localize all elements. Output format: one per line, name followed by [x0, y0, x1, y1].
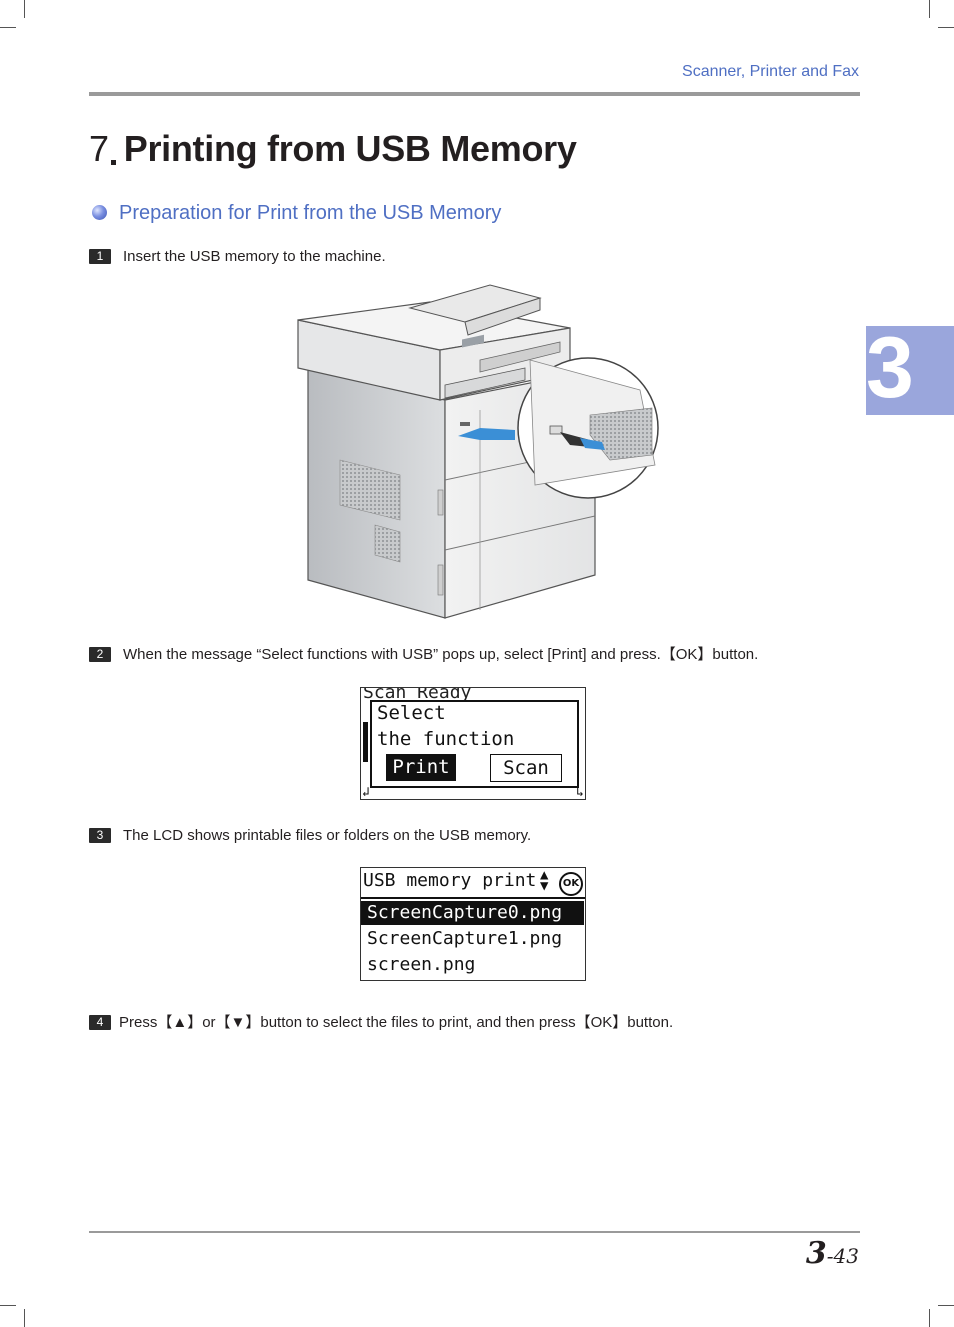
section-heading-text: Preparation for Print from the USB Memor…	[119, 202, 502, 224]
page-number-major: 3	[805, 1236, 827, 1271]
up-down-arrow-icon: ▲▼	[540, 867, 549, 894]
file-item[interactable]: screen.png	[367, 954, 476, 975]
bullet-icon	[92, 205, 107, 220]
step-2: 2 When the message “Select functions with…	[89, 643, 758, 664]
crop-mark	[938, 27, 954, 28]
crop-mark	[24, 0, 25, 18]
chapter-number: 7	[89, 128, 109, 169]
step-text: Press【▲】or【▼】button to select the files …	[119, 1014, 674, 1031]
chapter-side-tab: 3	[866, 320, 954, 416]
crop-mark	[24, 1309, 25, 1327]
scan-button[interactable]: Scan	[490, 754, 562, 782]
crop-mark	[0, 1305, 16, 1306]
page-number-minor: -43	[826, 1244, 859, 1268]
header-rule	[89, 92, 860, 96]
crop-mark	[938, 1305, 954, 1306]
step-number: 3	[89, 828, 111, 843]
lcd-title-rule	[361, 897, 585, 899]
lcd-title: USB memory print	[363, 870, 537, 891]
step-text: The LCD shows printable files or folders…	[123, 827, 532, 844]
page-number: 3-43	[806, 1236, 859, 1271]
step-4: 4 Press【▲】or【▼】button to select the files…	[89, 1011, 673, 1032]
crop-mark	[0, 27, 16, 28]
lcd-usb-memory-print: USB memory print ▲▼ OK ScreenCapture0.pn…	[360, 867, 586, 981]
step-number: 2	[89, 647, 111, 662]
return-left-icon: ↲	[362, 785, 370, 800]
step-text: When the message “Select functions with …	[123, 646, 759, 663]
lcd-line-1: Select	[377, 702, 446, 724]
lcd-select-function: Scan Ready Select the function Print Sca…	[360, 687, 586, 800]
crop-mark	[929, 1309, 930, 1327]
running-header: Scanner, Printer and Fax	[682, 63, 859, 80]
chapter-title-text: Printing from USB Memory	[123, 128, 577, 169]
printer-illustration	[297, 284, 659, 619]
step-3: 3 The LCD shows printable files or folder…	[89, 827, 531, 844]
chapter-dot	[110, 160, 116, 165]
chapter-title: 7 Printing from USB Memory	[89, 128, 577, 170]
step-number: 4	[89, 1015, 111, 1030]
section-heading: Preparation for Print from the USB Memor…	[92, 202, 501, 225]
footer-rule	[89, 1231, 860, 1233]
step-number: 1	[89, 249, 111, 264]
chapter-tab-number: 3	[866, 320, 914, 416]
step-1: 1 Insert the USB memory to the machine.	[89, 248, 386, 265]
file-item-selected[interactable]: ScreenCapture0.png	[361, 901, 584, 925]
lcd-line-2: the function	[377, 728, 515, 750]
ok-icon: OK	[559, 872, 583, 896]
crop-mark	[929, 0, 930, 18]
lcd-dialog: Select the function Print Scan	[370, 700, 579, 788]
file-item[interactable]: ScreenCapture1.png	[367, 928, 563, 949]
lcd-background-text: Scan Ready	[363, 687, 472, 703]
print-button[interactable]: Print	[386, 754, 456, 781]
return-right-icon: ↳	[576, 785, 584, 800]
lcd-background-bar	[363, 722, 368, 762]
step-text: Insert the USB memory to the machine.	[123, 248, 386, 265]
